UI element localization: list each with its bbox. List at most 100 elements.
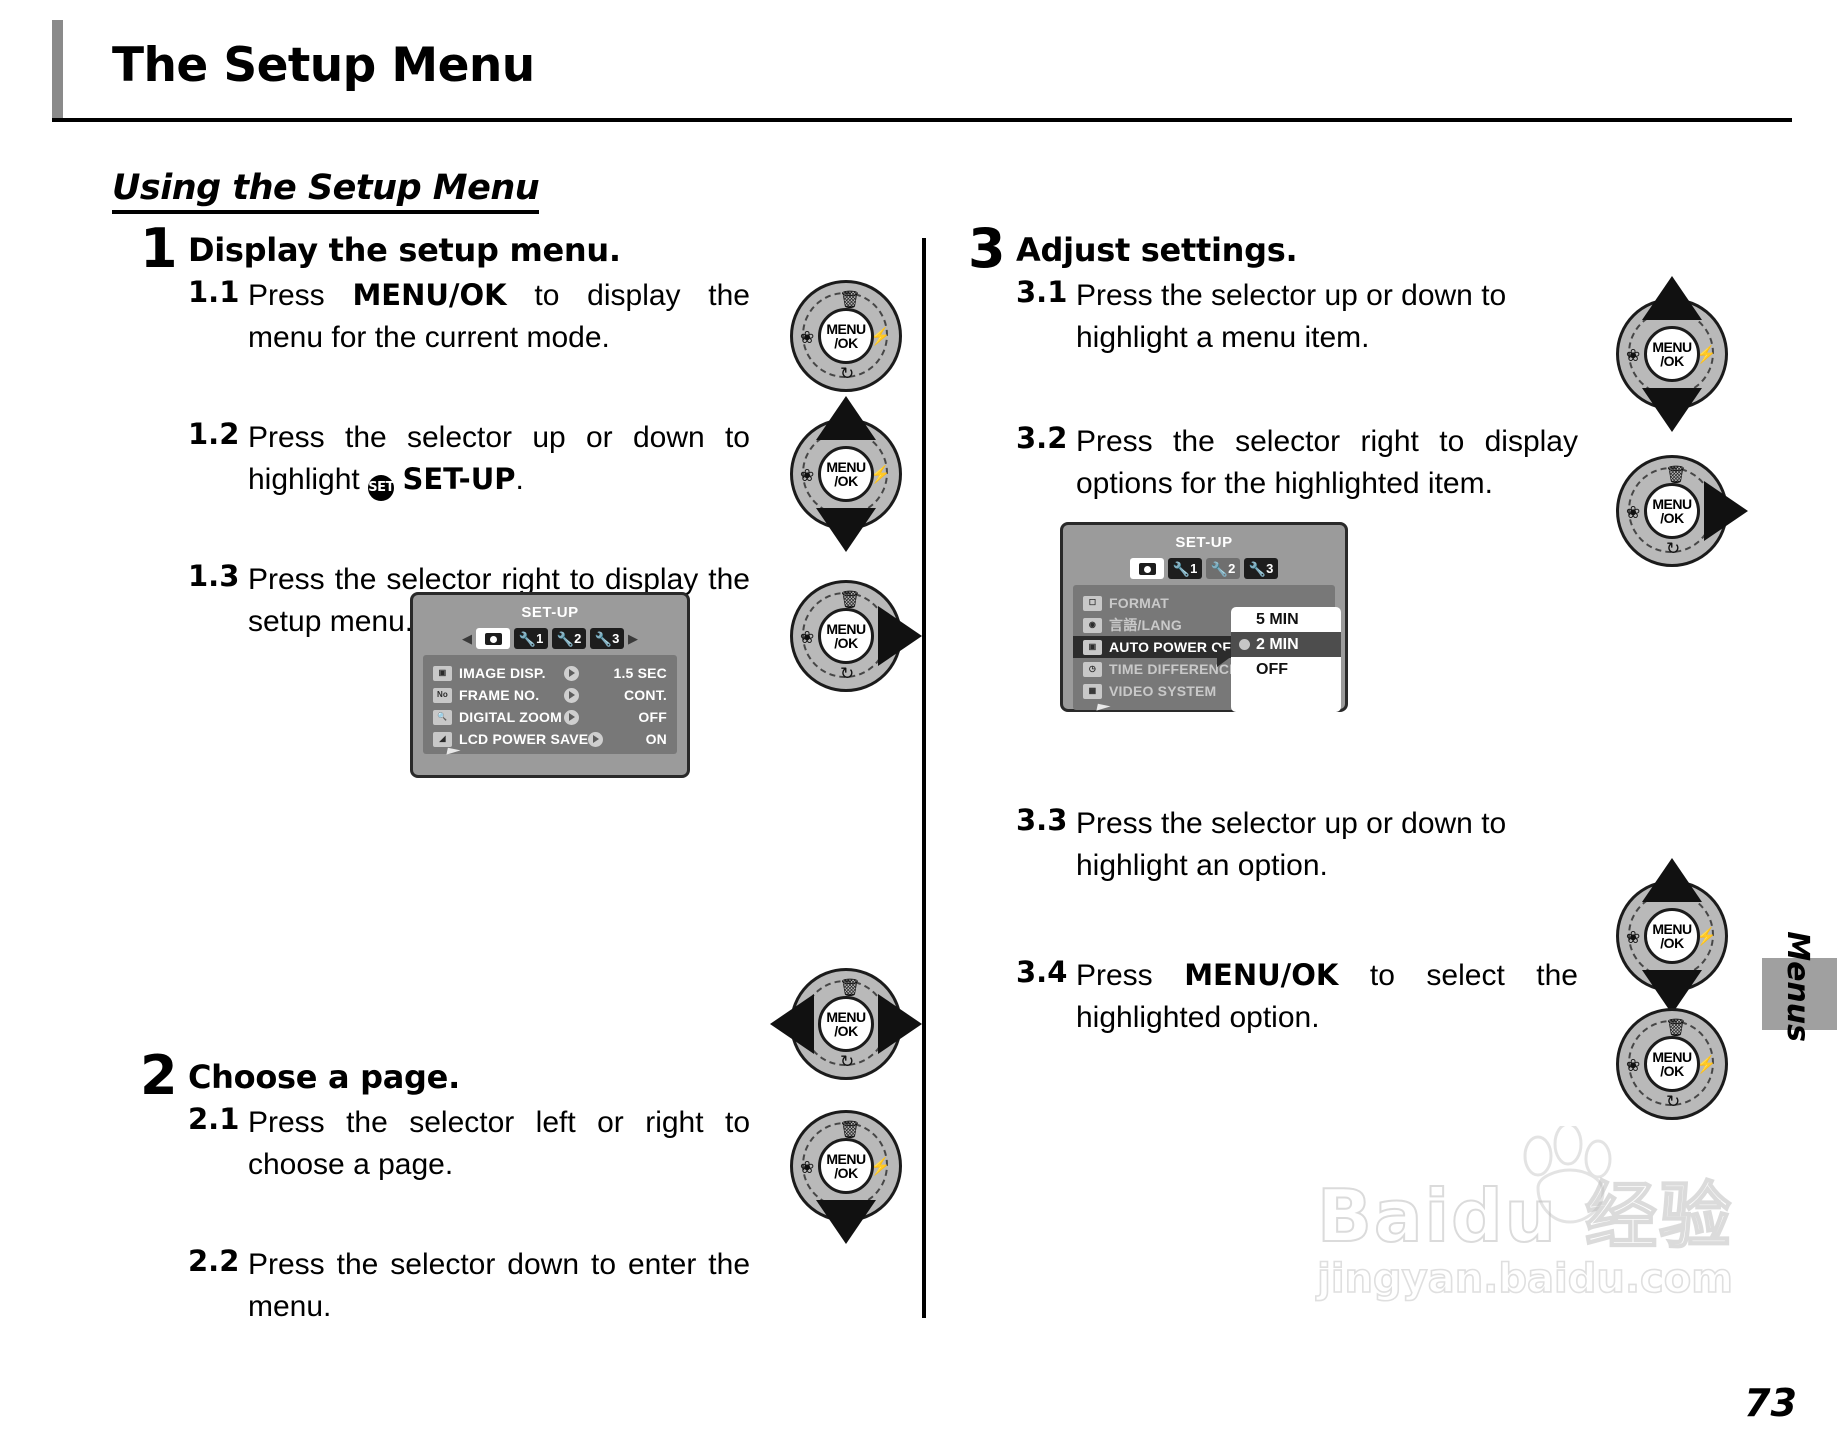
menu-ok-button[interactable]: MENU/OK <box>1644 483 1700 539</box>
camera-icon <box>484 632 502 645</box>
menu-row[interactable]: ▦ VIDEO SYSTEM <box>1073 680 1335 702</box>
menu-row-label: VIDEO SYSTEM <box>1109 683 1217 699</box>
menu-ok-line1: MENU <box>1652 921 1692 937</box>
popup-callout-arrow-icon <box>1217 645 1232 667</box>
column-divider <box>922 238 926 1318</box>
menu-row[interactable]: ◢ LCD POWER SAVE ON <box>423 728 677 750</box>
menu-row[interactable]: No FRAME NO. CONT. <box>423 684 677 706</box>
flash-bolt-icon: ⚡ <box>1695 345 1717 364</box>
substep-3-4-text-before: Press <box>1076 958 1185 992</box>
watermark-sub-text: jingyan.baidu.com <box>1316 1255 1733 1303</box>
menu-row[interactable]: ▣ IMAGE DISP. 1.5 SEC <box>423 662 677 684</box>
substep-1-2-emphasis: SET-UP <box>402 462 516 497</box>
selector-pad-1-3[interactable]: 🗑 ↻ ❀ MENU/OK <box>790 580 922 710</box>
option-popup: 5 MIN 2 MIN OFF <box>1231 607 1341 712</box>
lcd2-tab-wrench-3[interactable]: 🔧3 <box>1244 558 1278 579</box>
camera-icon <box>1138 562 1156 575</box>
selector-pad-1-2[interactable]: ❀ ⚡ MENU/OK <box>790 396 920 552</box>
selector-pad-body[interactable]: 🗑 ↻ ❀ ⚡ MENU/OK <box>790 280 902 392</box>
substep-3-1-label: 3.1 <box>1016 274 1068 309</box>
lcd1-menu-list: ▣ IMAGE DISP. 1.5 SEC No FRAME NO. CONT.… <box>423 655 677 758</box>
menu-ok-button[interactable]: MENU/OK <box>818 1138 874 1194</box>
frame-number-icon: No <box>433 687 452 703</box>
lcd1-tabs: ◀ 🔧1 🔧2 🔧3 ▶ <box>413 628 687 649</box>
scroll-down-hint-icon <box>446 747 461 758</box>
menu-ok-button[interactable]: MENU/OK <box>818 446 874 502</box>
lcd1-tab-right-arrow[interactable]: ▶ <box>628 630 638 646</box>
menu-ok-button[interactable]: MENU/OK <box>818 308 874 364</box>
menu-row-arrow-icon <box>564 687 579 703</box>
wrench-icon: 🔧 <box>1248 560 1267 577</box>
selector-pad-3-4[interactable]: 🗑 ↻ ❀ ⚡ MENU/OK <box>1616 1008 1746 1138</box>
selector-pad-body[interactable]: 🗑 ↻ MENU/OK <box>790 968 902 1080</box>
time-difference-icon: ◷ <box>1083 661 1102 677</box>
selector-pad-3-1[interactable]: ❀ ⚡ MENU/OK <box>1616 276 1746 432</box>
lcd1-title: SET-UP <box>521 604 579 621</box>
selector-pad-body[interactable]: 🗑 ↻ ❀ ⚡ MENU/OK <box>1616 1008 1728 1120</box>
selector-pad-2-1[interactable]: 🗑 ↻ MENU/OK <box>770 968 922 1098</box>
substep-1-2-text-before: Press the selector up or down to highlig… <box>248 420 750 497</box>
wrench-icon: 🔧 <box>518 630 537 647</box>
flash-bolt-icon: ⚡ <box>1695 927 1717 946</box>
menu-ok-button[interactable]: MENU/OK <box>1644 908 1700 964</box>
lcd2-tab-wrench-2[interactable]: 🔧2 <box>1206 558 1240 579</box>
selector-pad-3-2[interactable]: 🗑 ↻ ❀ MENU/OK <box>1616 455 1748 585</box>
menu-ok-line1: MENU <box>1652 496 1692 512</box>
option-row-selected[interactable]: 2 MIN <box>1231 632 1341 657</box>
menu-ok-button[interactable]: MENU/OK <box>1644 1036 1700 1092</box>
menu-row-label: 言語/LANG <box>1109 617 1182 633</box>
selector-pad-1-1[interactable]: 🗑 ↻ ❀ ⚡ MENU/OK <box>790 280 920 410</box>
section-title: Using the Setup Menu <box>112 168 540 214</box>
lcd1-tab-camera[interactable] <box>476 628 510 649</box>
arrow-up-icon <box>1642 858 1702 902</box>
menu-row[interactable]: ☐ FORMAT <box>1073 592 1335 614</box>
lcd2-tab-camera[interactable] <box>1130 558 1164 579</box>
macro-flower-icon: ❀ <box>1626 503 1641 522</box>
lcd1-tab-left-arrow[interactable]: ◀ <box>462 630 472 646</box>
wrench-icon: 🔧 <box>594 630 613 647</box>
substep-3-1: 3.1 Press the selector up or down to hig… <box>1016 275 1728 371</box>
lcd1-tab-3-label: 3 <box>612 631 620 646</box>
lcd1-tab-wrench-1[interactable]: 🔧1 <box>514 628 548 649</box>
lcd1-tab-wrench-2[interactable]: 🔧2 <box>552 628 586 649</box>
watermark-main-text: Baidu 经验 <box>1316 1174 1733 1258</box>
lcd1-tab-wrench-3[interactable]: 🔧3 <box>590 628 624 649</box>
menu-row[interactable]: ◷ TIME DIFFERENCE <box>1073 658 1335 680</box>
self-timer-icon: ↻ <box>1666 539 1681 558</box>
menu-ok-button[interactable]: MENU/OK <box>818 996 874 1052</box>
menu-ok-button[interactable]: MENU/OK <box>1644 326 1700 382</box>
arrow-down-icon <box>1642 388 1702 432</box>
lcd2-tabs: 🔧1 🔧2 🔧3 <box>1063 558 1345 579</box>
menu-row-label: FRAME NO. <box>459 687 540 703</box>
menu-ok-button[interactable]: MENU/OK <box>818 608 874 664</box>
lcd2-tab-wrench-1[interactable]: 🔧1 <box>1168 558 1202 579</box>
substep-1-2-text-after: . <box>515 463 524 497</box>
auto-power-off-icon: ▣ <box>1083 639 1102 655</box>
selector-pad-3-3[interactable]: ❀ ⚡ MENU/OK <box>1616 858 1746 1014</box>
menu-row[interactable]: ◉ 言語/LANG <box>1073 614 1335 636</box>
page-title: The Setup Menu <box>112 38 535 93</box>
step-3: 3 Adjust settings. <box>968 222 1728 276</box>
left-column: 1 Display the setup menu. 1.1 Press MENU… <box>140 222 900 1340</box>
step-2-number: 2 <box>140 1043 178 1107</box>
substep-1-1-text: Press MENU/OK to display the menu for th… <box>248 275 750 360</box>
set-up-badge-icon: SET <box>368 475 394 502</box>
lcd1-tab-2-label: 2 <box>574 631 582 646</box>
selector-pad-body[interactable]: 🗑 ↻ ❀ MENU/OK <box>1616 455 1728 567</box>
selector-pad-body[interactable]: 🗑 ↻ ❀ MENU/OK <box>790 580 902 692</box>
arrow-down-icon <box>816 508 876 552</box>
lcd2-menu-list: ☐ FORMAT ◉ 言語/LANG ▣ AUTO POWER OFF ◷ TI… <box>1073 585 1341 714</box>
selector-pad-2-2[interactable]: 🗑 ❀ ⚡ MENU/OK <box>790 1110 920 1244</box>
step-3-heading: Adjust settings. <box>1016 231 1298 269</box>
menu-row[interactable]: 🔍 DIGITAL ZOOM OFF <box>423 706 677 728</box>
language-icon: ◉ <box>1083 617 1102 633</box>
delete-trash-icon: 🗑 <box>839 590 861 609</box>
option-row[interactable]: 5 MIN <box>1231 607 1341 632</box>
substep-1-2-label: 1.2 <box>188 416 240 451</box>
step-1-number: 1 <box>140 217 178 280</box>
menu-ok-line2: /OK <box>1660 935 1684 952</box>
image-display-icon: ▣ <box>433 665 452 681</box>
menu-ok-line2: /OK <box>834 335 858 352</box>
option-row[interactable]: OFF <box>1231 657 1341 682</box>
menu-row-label: TIME DIFFERENCE <box>1109 661 1239 677</box>
